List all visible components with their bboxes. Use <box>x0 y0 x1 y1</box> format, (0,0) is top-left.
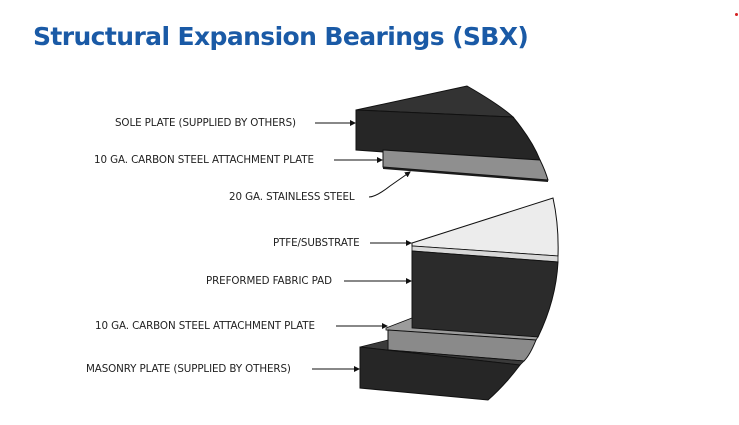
stainless-steel-sheet <box>383 167 548 182</box>
label-stainless-steel: 20 GA. STAINLESS STEEL <box>229 191 355 203</box>
masonry-plate <box>359 346 521 401</box>
carbon-steel-plate-top <box>382 149 549 181</box>
label-ptfe-substrate: PTFE/SUBSTRATE <box>273 237 360 249</box>
leader-lines <box>312 120 412 372</box>
marker-dot <box>735 13 738 16</box>
slide-title: Structural Expansion Bearings (SBX) <box>33 22 529 51</box>
upper-assembly <box>355 85 549 182</box>
label-sole-plate: SOLE PLATE (SUPPLIED BY OTHERS) <box>115 117 296 129</box>
label-carbon-steel-plate-top: 10 GA. CARBON STEEL ATTACHMENT PLATE <box>94 154 314 166</box>
label-fabric-pad: PREFORMED FABRIC PAD <box>206 275 332 287</box>
lower-assembly <box>359 197 559 401</box>
preformed-fabric-pad <box>411 250 559 338</box>
label-carbon-steel-plate-bottom: 10 GA. CARBON STEEL ATTACHMENT PLATE <box>95 320 315 332</box>
label-masonry-plate: MASONRY PLATE (SUPPLIED BY OTHERS) <box>86 363 291 375</box>
carbon-steel-plate-bottom-top-face <box>385 317 539 341</box>
